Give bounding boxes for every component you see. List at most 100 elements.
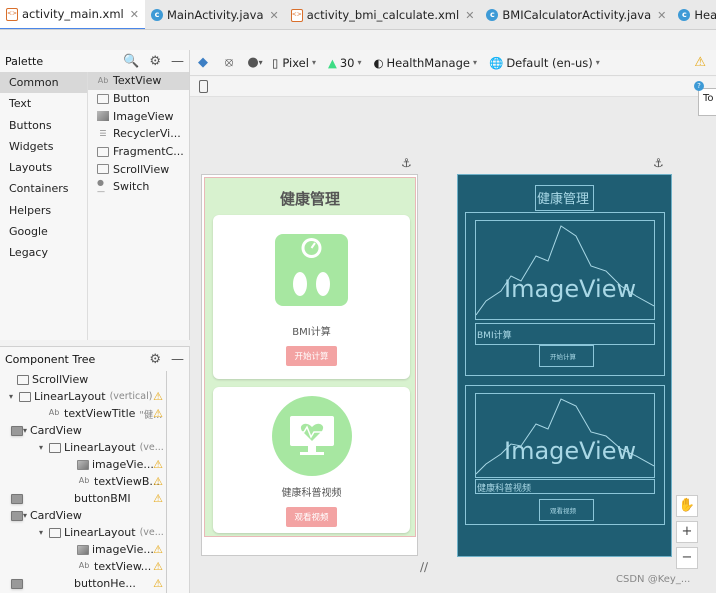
blueprint-card1[interactable] — [465, 212, 665, 376]
tab-2[interactable]: activity_bmi_calculate.xml ✕ — [285, 0, 481, 29]
video-card[interactable]: 健康科普视频 观看视频 — [213, 387, 410, 533]
search-icon[interactable]: 🔍 — [123, 53, 140, 69]
palette-item[interactable]: ●—Switch — [88, 178, 189, 196]
tree-row[interactable]: ▾ LinearLayout(ve... — [0, 439, 189, 456]
palette-item[interactable]: ☰RecyclerVi... — [88, 125, 189, 143]
blueprint-button2[interactable] — [539, 499, 594, 521]
palette-category[interactable]: Buttons — [9, 118, 52, 132]
canvas-tools: ✋ + − — [676, 495, 698, 573]
phone-icon: ▯ — [272, 55, 279, 70]
blueprint-imageview1[interactable] — [475, 220, 655, 320]
minimize-icon[interactable]: — — [171, 351, 184, 367]
resize-corner-icon[interactable]: ∕∕ — [420, 560, 429, 574]
layers-icon[interactable]: ◆ — [198, 55, 208, 70]
video-button[interactable]: 观看视频 — [286, 507, 337, 527]
pan-hand-icon[interactable]: ✋ — [676, 495, 698, 517]
tree-row[interactable]: buttonHe...⚠ — [0, 575, 189, 592]
gear-icon[interactable]: ⚙ — [149, 351, 161, 367]
palette-category[interactable]: Common — [0, 72, 87, 94]
tab-4[interactable]: cHealthVideoActivity — [672, 0, 716, 29]
tree-row-hint: "健... — [139, 409, 163, 421]
minimize-icon[interactable]: — — [171, 53, 184, 69]
palette-category[interactable]: Containers — [9, 182, 69, 196]
tree-row[interactable]: ScrollView — [0, 371, 189, 388]
warning-icon[interactable]: ⚠ — [153, 458, 163, 471]
palette-category[interactable]: Helpers — [9, 203, 52, 217]
design-preview[interactable]: 健康管理 BMI计算 开始计算 — [201, 174, 418, 556]
tab-label: activity_bmi_calculate.xml — [306, 8, 460, 22]
tree-row-label: LinearLayout — [64, 441, 136, 454]
tree-row[interactable]: ▾LinearLayout(ve... — [0, 524, 189, 541]
palette-title: Palette — [5, 54, 44, 68]
warning-icon[interactable]: ⚠ — [153, 390, 163, 403]
palette-item[interactable]: ScrollView — [88, 160, 189, 178]
palette-item-label: ImageView — [113, 109, 174, 123]
tab-0[interactable]: activity_main.xml✕ — [0, 0, 145, 29]
warning-icon[interactable]: ⚠ — [153, 475, 163, 488]
theme-selector[interactable]: ◐ HealthManage▾ — [373, 55, 477, 70]
imageview-placeholder-icon — [476, 225, 654, 316]
blueprint-title-frame[interactable] — [535, 185, 594, 211]
palette-category[interactable]: Text — [9, 97, 32, 111]
tree-row[interactable]: ▾CardView — [0, 507, 189, 524]
tree-row[interactable]: ▾CardView — [0, 422, 189, 439]
api-selector[interactable]: ▲ 30▾ — [327, 55, 362, 70]
palette-item[interactable]: ImageView — [88, 107, 189, 125]
palette-category[interactable]: Widgets — [9, 139, 54, 153]
preview-scrollview[interactable]: 健康管理 BMI计算 开始计算 — [204, 177, 416, 537]
device-selector[interactable]: ▯ Pixel▾ — [272, 55, 316, 70]
blueprint-imageview2[interactable] — [475, 393, 655, 478]
warning-icon[interactable]: ⚠ — [153, 543, 163, 556]
palette-item[interactable]: Button — [88, 90, 189, 108]
palette-category[interactable]: Layouts — [9, 161, 53, 175]
palette-category[interactable]: Google — [9, 225, 48, 239]
bmi-card[interactable]: BMI计算 开始计算 — [213, 215, 410, 379]
scale-icon[interactable] — [275, 234, 348, 306]
night-mode-icon[interactable]: ●▾ — [247, 55, 263, 70]
help-icon[interactable]: ? — [694, 81, 704, 91]
bmi-button[interactable]: 开始计算 — [286, 346, 337, 366]
blueprint-card2[interactable] — [465, 385, 665, 525]
zoom-in-icon[interactable]: + — [676, 521, 698, 543]
tree-row[interactable]: imageVie...⚠ — [0, 456, 189, 473]
tree-row[interactable]: buttonBMI⚠ — [0, 490, 189, 507]
gear-icon[interactable]: ⚙ — [149, 53, 161, 69]
img-icon — [97, 111, 109, 122]
warning-icon[interactable]: ⚠ — [153, 492, 163, 505]
blueprint-preview[interactable]: 健康管理 ImageView BMI计算 开始计算 ImageView 健康科普… — [457, 174, 672, 557]
zoom-out-icon[interactable]: − — [676, 547, 698, 569]
warning-icon[interactable]: ⚠ — [153, 407, 163, 420]
expand-arrow-icon[interactable]: ▾ — [38, 528, 43, 537]
locale-selector[interactable]: 🌐 Default (en-us)▾ — [489, 55, 600, 70]
expand-arrow-icon[interactable]: ▾ — [8, 392, 13, 401]
tree-row[interactable]: imageVie...⚠ — [0, 541, 189, 558]
close-icon[interactable]: ✕ — [129, 7, 139, 21]
expand-arrow-icon[interactable]: ▾ — [22, 511, 27, 520]
palette-category[interactable]: Legacy — [9, 246, 48, 260]
close-icon[interactable]: ✕ — [657, 8, 667, 22]
orientation-icon[interactable]: ⦻ — [224, 55, 234, 70]
warning-icon[interactable]: ⚠ — [153, 577, 163, 590]
warning-icon[interactable]: ⚠ — [153, 560, 163, 573]
resize-handle-icon[interactable]: ⚓ — [653, 156, 664, 170]
blueprint-button1[interactable] — [539, 345, 594, 367]
preview-title[interactable]: 健康管理 — [279, 190, 340, 208]
palette-item[interactable]: FragmentC... — [88, 143, 189, 161]
expand-arrow-icon[interactable]: ▾ — [38, 443, 43, 452]
warning-icon[interactable]: ⚠ — [694, 55, 706, 70]
tree-row[interactable]: ▾LinearLayout(vertical)⚠ — [0, 388, 189, 405]
resize-handle-icon[interactable]: ⚓ — [401, 156, 412, 170]
device-frame-icon[interactable] — [199, 80, 208, 93]
tooltip: To — [698, 88, 716, 116]
close-icon[interactable]: ✕ — [465, 8, 475, 22]
expand-arrow-icon[interactable]: ▾ — [22, 426, 27, 435]
tree-row-hint: (ve... — [139, 442, 164, 453]
monitor-heart-icon[interactable] — [271, 396, 352, 476]
close-icon[interactable]: ✕ — [269, 8, 279, 22]
